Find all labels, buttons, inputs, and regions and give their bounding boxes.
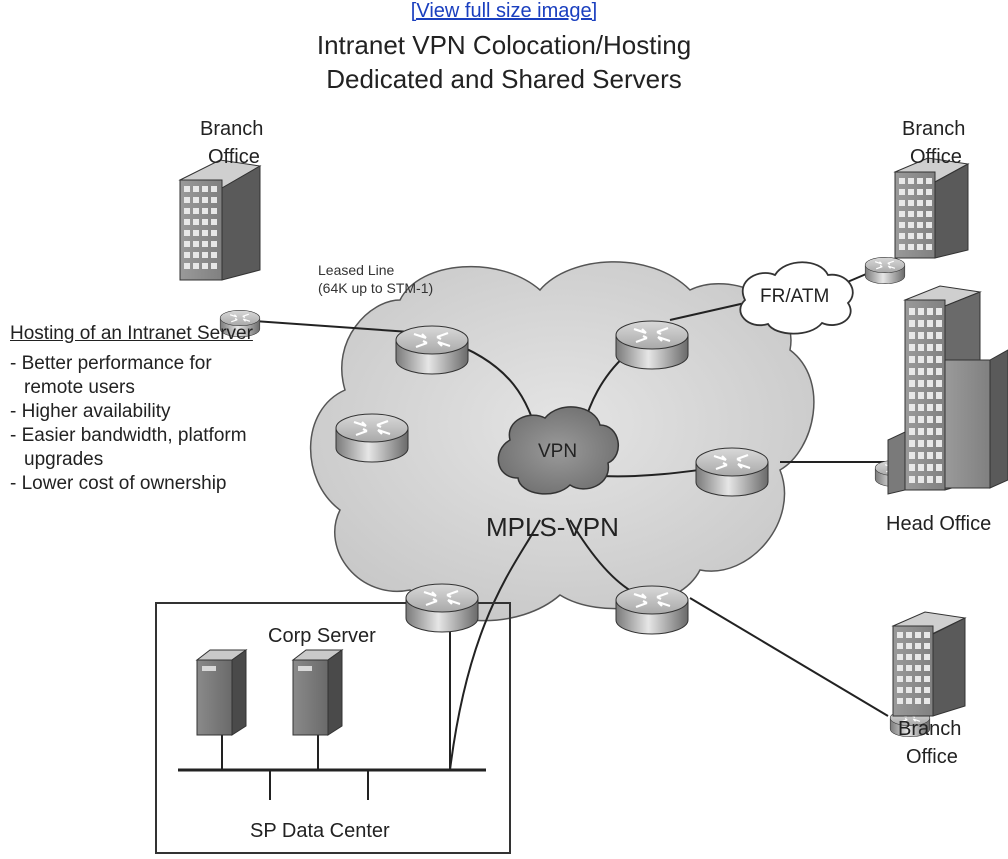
branch-office-br-label-1: Branch [898, 718, 962, 740]
branch-office-tl-building [178, 159, 262, 281]
fr-atm-cloud [739, 261, 854, 335]
branch-office-tr-label-1: Branch [902, 118, 966, 140]
fr-atm-link [669, 302, 746, 321]
router-branch-tr-icon [864, 257, 906, 284]
benefit-item: - Easier bandwidth, platform [10, 425, 247, 446]
branch-office-tr-building [893, 157, 970, 259]
vpn-cloud [497, 406, 619, 495]
corp-server-label: Corp Server [268, 625, 376, 647]
benefit-item: - Higher availability [10, 401, 171, 422]
leased-line-label-1: Leased Line [318, 262, 395, 278]
branch-office-br-building [891, 611, 967, 717]
router-leased-line-icon [395, 325, 469, 375]
branch-br-link [689, 597, 889, 717]
benefit-item: - Better performance for [10, 353, 212, 374]
head-office-building [887, 285, 1008, 495]
leased-line-label-2: (64K up to STM-1) [318, 280, 434, 296]
head-office-label: Head Office [886, 513, 992, 535]
corp-server-2 [291, 649, 344, 736]
leased-line-link [239, 319, 411, 333]
branch-office-br-label-2: Office [906, 746, 958, 768]
vpn-label: VPN [538, 441, 578, 462]
hosting-heading: Hosting of an Intranet Server [10, 323, 253, 344]
view-full-size-link[interactable]: [View full size image] [410, 0, 598, 22]
hosting-benefits: Hosting of an Intranet Server - Better p… [10, 322, 253, 496]
router-branch-br-icon [615, 585, 689, 635]
router-branch-tl-icon [219, 310, 261, 337]
diagram-title-line2: Dedicated and Shared Servers [326, 64, 682, 94]
router-data-center-icon [405, 583, 479, 633]
branch-office-tl-label-2: Office [208, 146, 260, 168]
corp-server-1 [195, 649, 248, 736]
router-fr-atm-icon [615, 320, 689, 370]
benefit-item: remote users [24, 377, 135, 398]
diagram-title-line1: Intranet VPN Colocation/Hosting [316, 30, 692, 60]
fr-atm-label: FR/ATM [760, 286, 830, 307]
branch-office-tl-label-1: Branch [200, 118, 264, 140]
benefit-item: - Lower cost of ownership [10, 473, 227, 494]
sp-data-center-box [155, 602, 511, 854]
sp-data-center-label: SP Data Center [250, 820, 390, 842]
mpls-vpn-label: MPLS-VPN [486, 512, 619, 542]
router-head-office-icon [695, 447, 769, 497]
vpn-arc-4 [449, 519, 541, 771]
router-left-icon [335, 413, 409, 463]
branch-office-tr-label-2: Office [910, 146, 962, 168]
benefit-item: upgrades [24, 449, 104, 470]
